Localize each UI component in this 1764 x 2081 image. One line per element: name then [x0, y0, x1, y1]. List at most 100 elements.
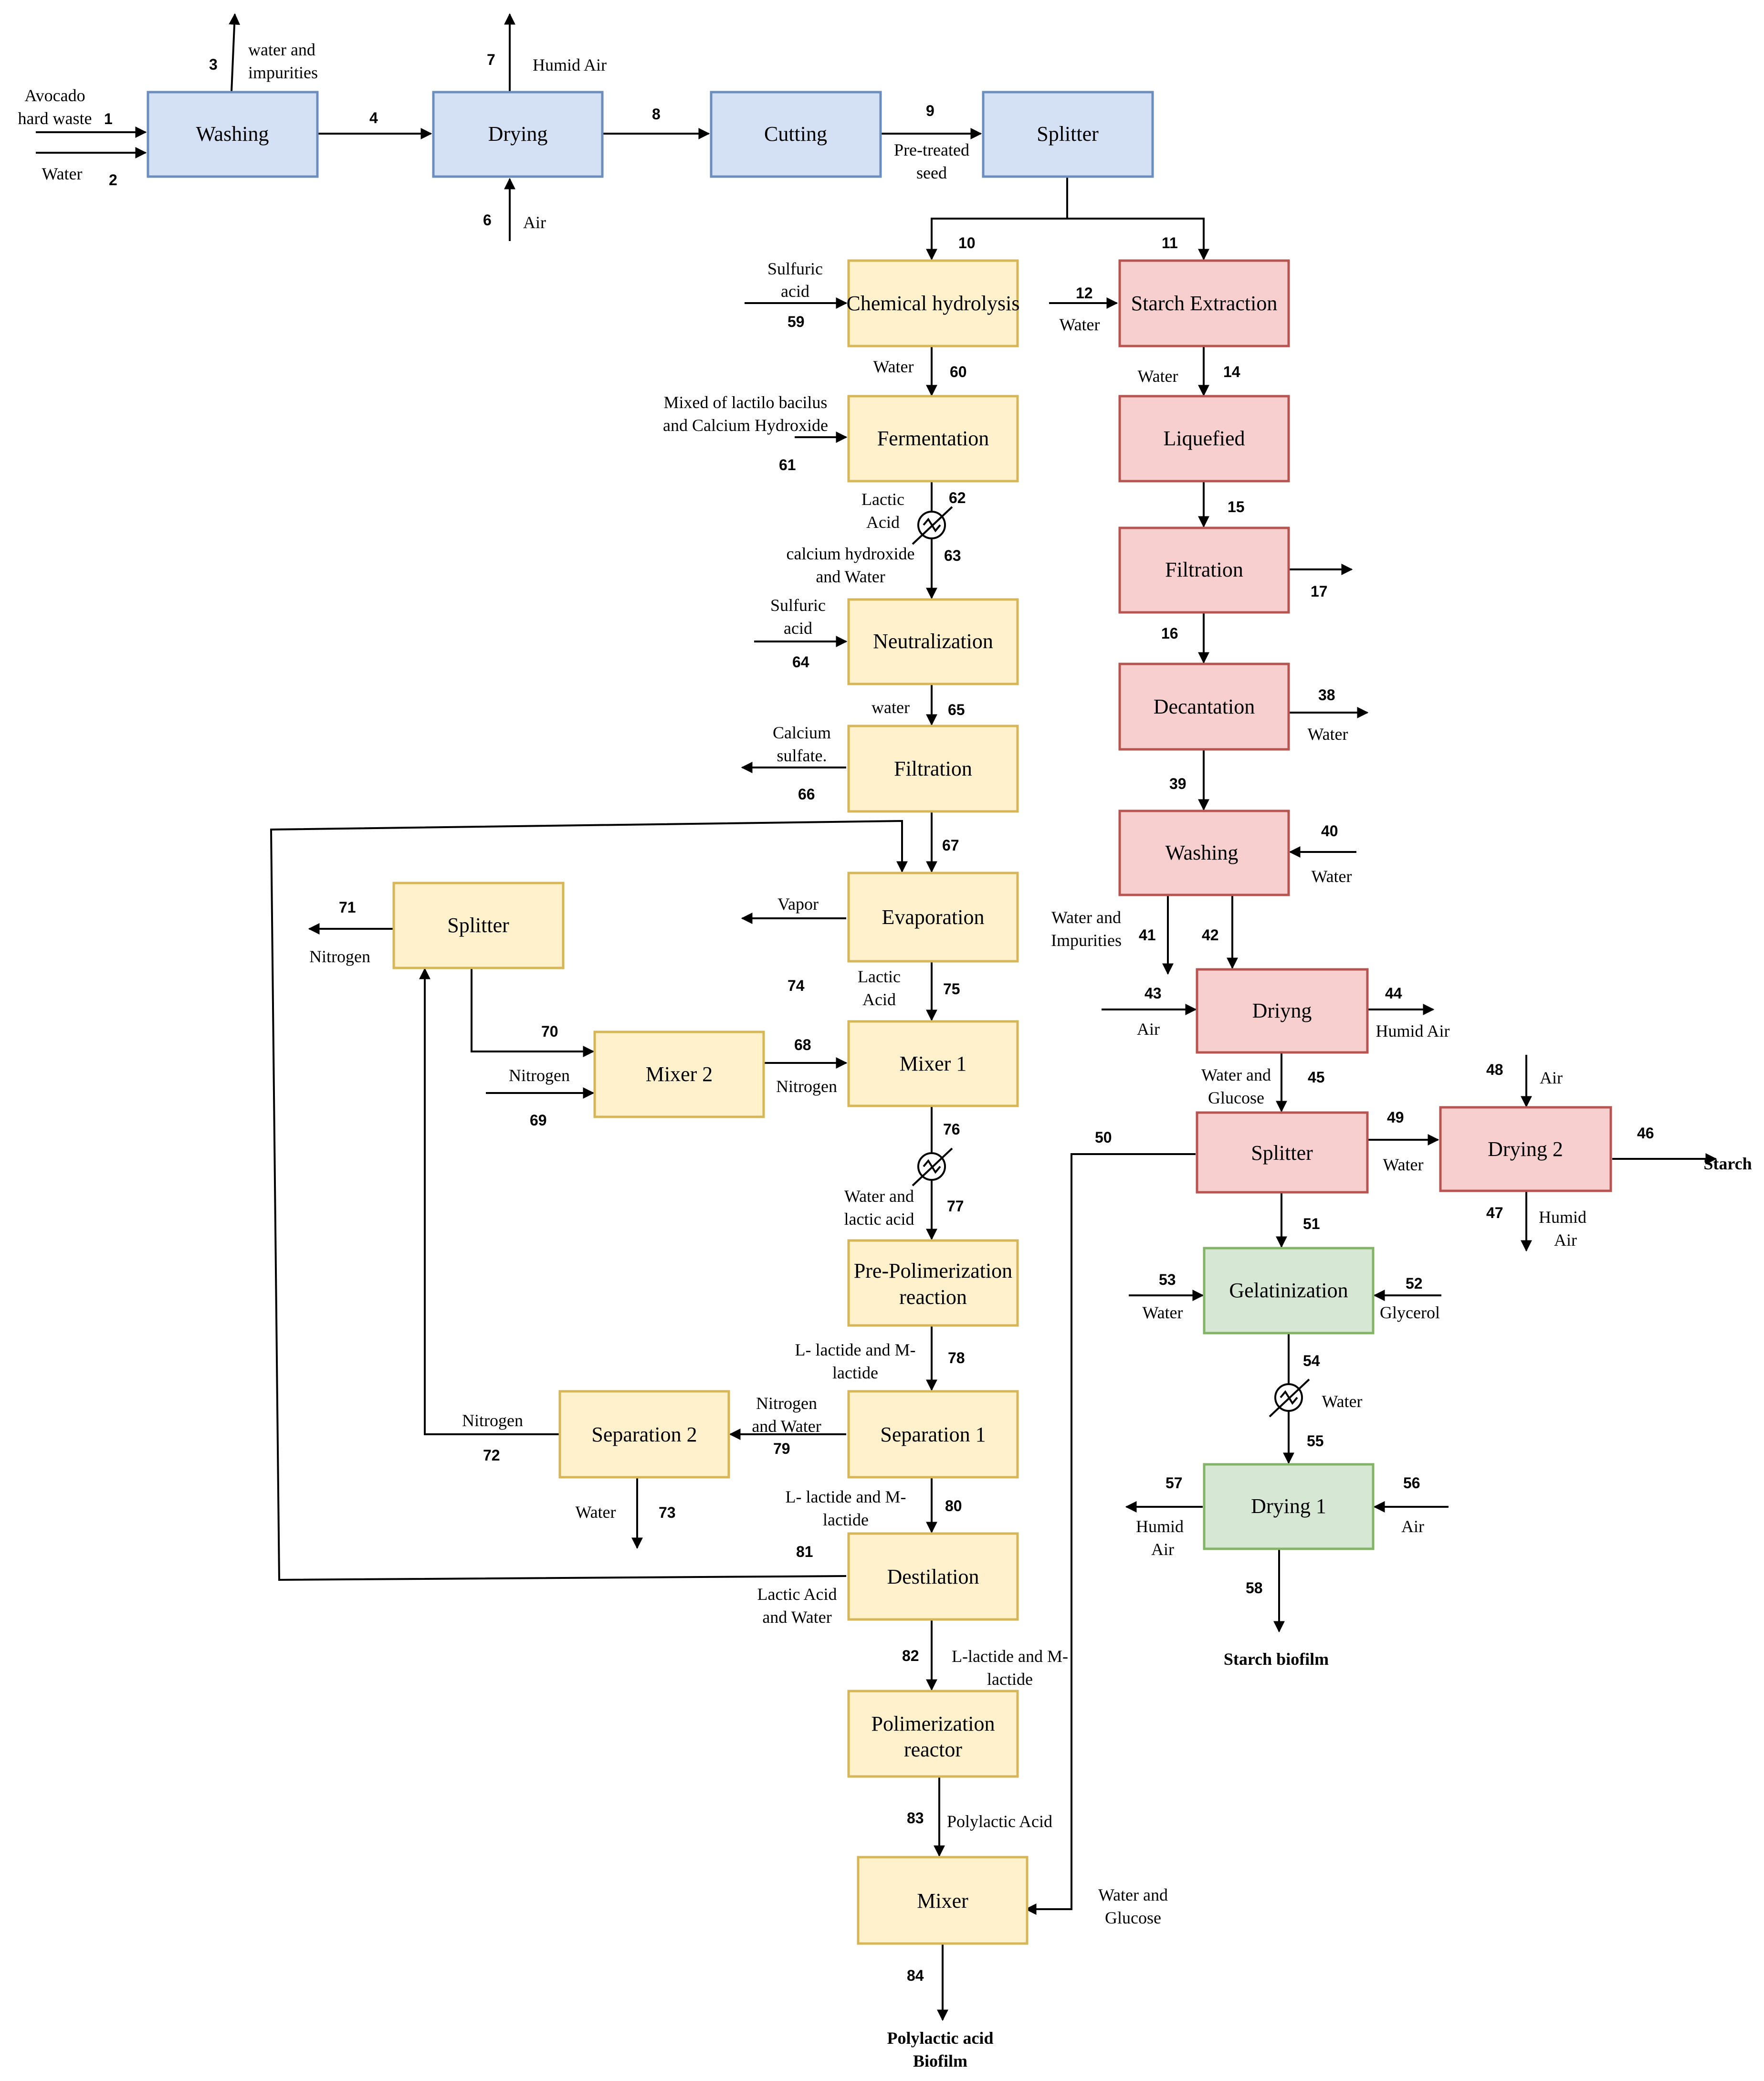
- stream-43-number: 43: [1144, 985, 1162, 1002]
- polimerization-reactor-unit[interactable]: [847, 1690, 1019, 1778]
- stream-50-arrow: [1025, 1153, 1196, 1915]
- stream-14-number: 14: [1223, 363, 1240, 380]
- stream-3-number: 3: [209, 56, 218, 73]
- label-sulfuric-59-2: acid: [781, 282, 809, 301]
- cutting-unit-label: Cutting: [764, 122, 827, 146]
- label-water-14: Water: [1137, 367, 1178, 386]
- drying-1-unit[interactable]: [1203, 1463, 1375, 1550]
- chemical-hydrolysis-unit[interactable]: [847, 259, 1019, 347]
- label-wimp-41-1: Water and: [1051, 908, 1121, 927]
- stream-44-number: 44: [1385, 985, 1402, 1002]
- filtration-y-unit[interactable]: [847, 725, 1019, 813]
- stream-45-number: 45: [1308, 1069, 1325, 1086]
- label-water-49: Water: [1383, 1155, 1423, 1174]
- label-wla-1: Water and: [844, 1187, 914, 1206]
- stream-39-number: 39: [1169, 775, 1186, 792]
- washing-unit-label: Washing: [196, 122, 269, 146]
- stream-52-number: 52: [1406, 1275, 1423, 1292]
- splitter-n2-unit[interactable]: [392, 882, 565, 969]
- label-nitrogen-72: Nitrogen: [462, 1411, 523, 1430]
- stream-71-number: 71: [339, 899, 356, 916]
- driyng-unit[interactable]: [1196, 968, 1369, 1054]
- filtration-r-unit[interactable]: [1118, 526, 1290, 614]
- label-ll-80-2: lactide: [823, 1510, 869, 1529]
- separation-2-unit[interactable]: [558, 1390, 730, 1479]
- label-lactic-75-1: Lactic: [858, 967, 901, 986]
- label-water-impurities-2: impurities: [248, 63, 318, 82]
- stream-9-number: 9: [926, 102, 934, 119]
- mixer-1-label: Mixer 1: [900, 1052, 967, 1075]
- stream-62-number: 62: [949, 489, 966, 506]
- destilation-unit[interactable]: [847, 1532, 1019, 1621]
- label-humid-57-1: Humid: [1136, 1517, 1184, 1536]
- label-glycerol-52: Glycerol: [1380, 1303, 1440, 1322]
- stream-65-number: 65: [948, 701, 965, 718]
- label-water-2: Water: [42, 164, 82, 183]
- drying-unit[interactable]: [432, 91, 604, 178]
- gelatinization-unit[interactable]: [1203, 1247, 1375, 1335]
- stream-63-number: 63: [944, 547, 961, 564]
- label-wimp-41-2: Impurities: [1051, 931, 1122, 950]
- mixer-final-unit[interactable]: [857, 1856, 1029, 1945]
- stream-10-number: 10: [958, 234, 976, 252]
- stream-75-number: 75: [943, 980, 960, 998]
- stream-66-number: 66: [798, 786, 815, 803]
- pre-polimerization-label-1: Pre-Polimerization: [854, 1259, 1012, 1282]
- stream-6-number: 6: [483, 211, 492, 229]
- heat-exchanger-62: [912, 506, 953, 545]
- label-ll-78-1: L- lactide and M-: [795, 1340, 916, 1359]
- mixer-2-unit[interactable]: [593, 1030, 765, 1118]
- label-calcium-63-1: calcium hydroxide: [787, 544, 915, 563]
- fermentation-label: Fermentation: [877, 427, 989, 450]
- label-nw-79-2: and Water: [752, 1417, 821, 1436]
- separation-1-unit[interactable]: [847, 1390, 1019, 1479]
- mixer-1-unit[interactable]: [847, 1020, 1019, 1107]
- splitter-n2-label: Splitter: [447, 914, 509, 937]
- stream-10-arrow: [926, 177, 1068, 261]
- stream-80-number: 80: [945, 1497, 962, 1514]
- splitter-r-label: Splitter: [1251, 1141, 1313, 1165]
- stream-69-number: 69: [530, 1112, 547, 1129]
- decantation-unit[interactable]: [1118, 662, 1290, 751]
- stream-81-recycle-arrow: [270, 820, 908, 1581]
- stream-56-number: 56: [1403, 1474, 1420, 1492]
- separation-1-label: Separation 1: [880, 1423, 986, 1446]
- label-nitrogen-69: Nitrogen: [509, 1066, 570, 1085]
- evaporation-unit[interactable]: [847, 872, 1019, 963]
- label-nw-79-1: Nitrogen: [756, 1394, 817, 1413]
- drying-2-unit[interactable]: [1439, 1106, 1612, 1192]
- filtration-r-label: Filtration: [1165, 558, 1243, 581]
- cutting-unit[interactable]: [710, 91, 882, 178]
- label-avocado-1: Avocado: [24, 86, 85, 105]
- label-water-40: Water: [1311, 867, 1352, 886]
- neutralization-unit[interactable]: [847, 598, 1019, 685]
- stream-64-number: 64: [792, 653, 809, 671]
- stream-4-number: 4: [369, 109, 378, 126]
- label-ll-82-1: L-lactide and M-: [952, 1647, 1068, 1666]
- label-sulfuric-64-1: Sulfuric: [770, 596, 826, 615]
- washing-unit[interactable]: [147, 91, 319, 178]
- splitter-top-label: Splitter: [1037, 122, 1099, 146]
- pre-polimerization-unit[interactable]: [847, 1239, 1019, 1327]
- label-sulfuric-64-2: acid: [784, 619, 812, 638]
- washing-2-unit[interactable]: [1118, 809, 1290, 896]
- stream-38-number: 38: [1318, 686, 1335, 704]
- fermentation-unit[interactable]: [847, 395, 1019, 483]
- starch-extraction-unit[interactable]: [1118, 259, 1290, 347]
- product-starch: Starch: [1703, 1154, 1752, 1173]
- splitter-r-unit[interactable]: [1196, 1111, 1369, 1194]
- label-lactic-62-2: Acid: [866, 513, 900, 532]
- liquefied-unit[interactable]: [1118, 395, 1290, 483]
- drying-1-label: Drying 1: [1251, 1494, 1326, 1518]
- liquefied-label: Liquefied: [1163, 427, 1245, 450]
- label-casulf-1: Calcium: [773, 723, 831, 742]
- mixer-final-label: Mixer: [917, 1889, 968, 1913]
- splitter-top-unit[interactable]: [982, 91, 1154, 178]
- stream-70-arrow: [471, 969, 595, 1057]
- label-humid-47-1: Humid: [1539, 1208, 1586, 1227]
- stream-42-number: 42: [1202, 926, 1219, 944]
- stream-41-number: 41: [1139, 926, 1156, 944]
- stream-11-number: 11: [1162, 234, 1178, 252]
- label-water-73: Water: [575, 1503, 616, 1522]
- product-pla-biofilm-2: Biofilm: [913, 2051, 967, 2070]
